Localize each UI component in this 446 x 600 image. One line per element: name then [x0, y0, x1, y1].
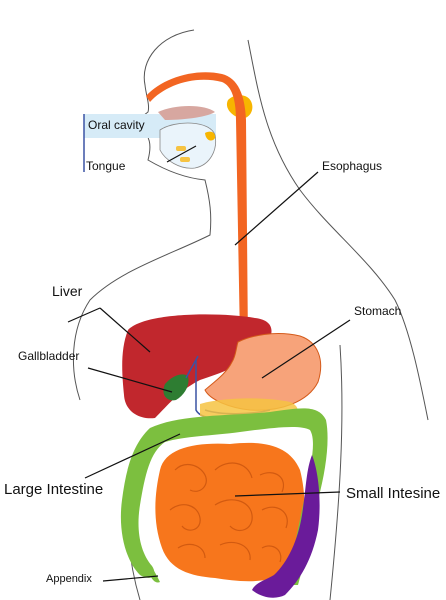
- label-gallbladder: Gallbladder: [18, 349, 80, 363]
- label-appendix: Appendix: [46, 573, 92, 585]
- label-liver: Liver: [52, 283, 83, 299]
- tongue-shape: [158, 106, 215, 120]
- tooth-shape: [176, 146, 186, 151]
- small-intestine-folds: [169, 462, 288, 563]
- label-stomach: Stomach: [354, 304, 402, 318]
- label-oral-cavity: Oral cavity: [88, 118, 145, 132]
- gallbladder-shape: [163, 374, 189, 401]
- large-intestine-shape: [120, 408, 328, 585]
- rectum-shape: [252, 455, 320, 598]
- label-esophagus: Esophagus: [322, 159, 383, 173]
- esophagus-shape: [146, 72, 248, 345]
- label-tongue: Tongue: [86, 159, 126, 173]
- small-intestine-shape: [155, 442, 305, 582]
- leader-lines: [67, 145, 351, 582]
- mouth-cavity: [159, 122, 217, 169]
- appendix-shape: [150, 565, 160, 583]
- liver-shape: [122, 314, 272, 419]
- label-small-intestine: Small Intesine: [346, 485, 441, 502]
- label-large-intestine: Large Intestine: [4, 481, 104, 498]
- salivary-gland-shape: [205, 131, 216, 141]
- tooth-shape: [180, 157, 190, 162]
